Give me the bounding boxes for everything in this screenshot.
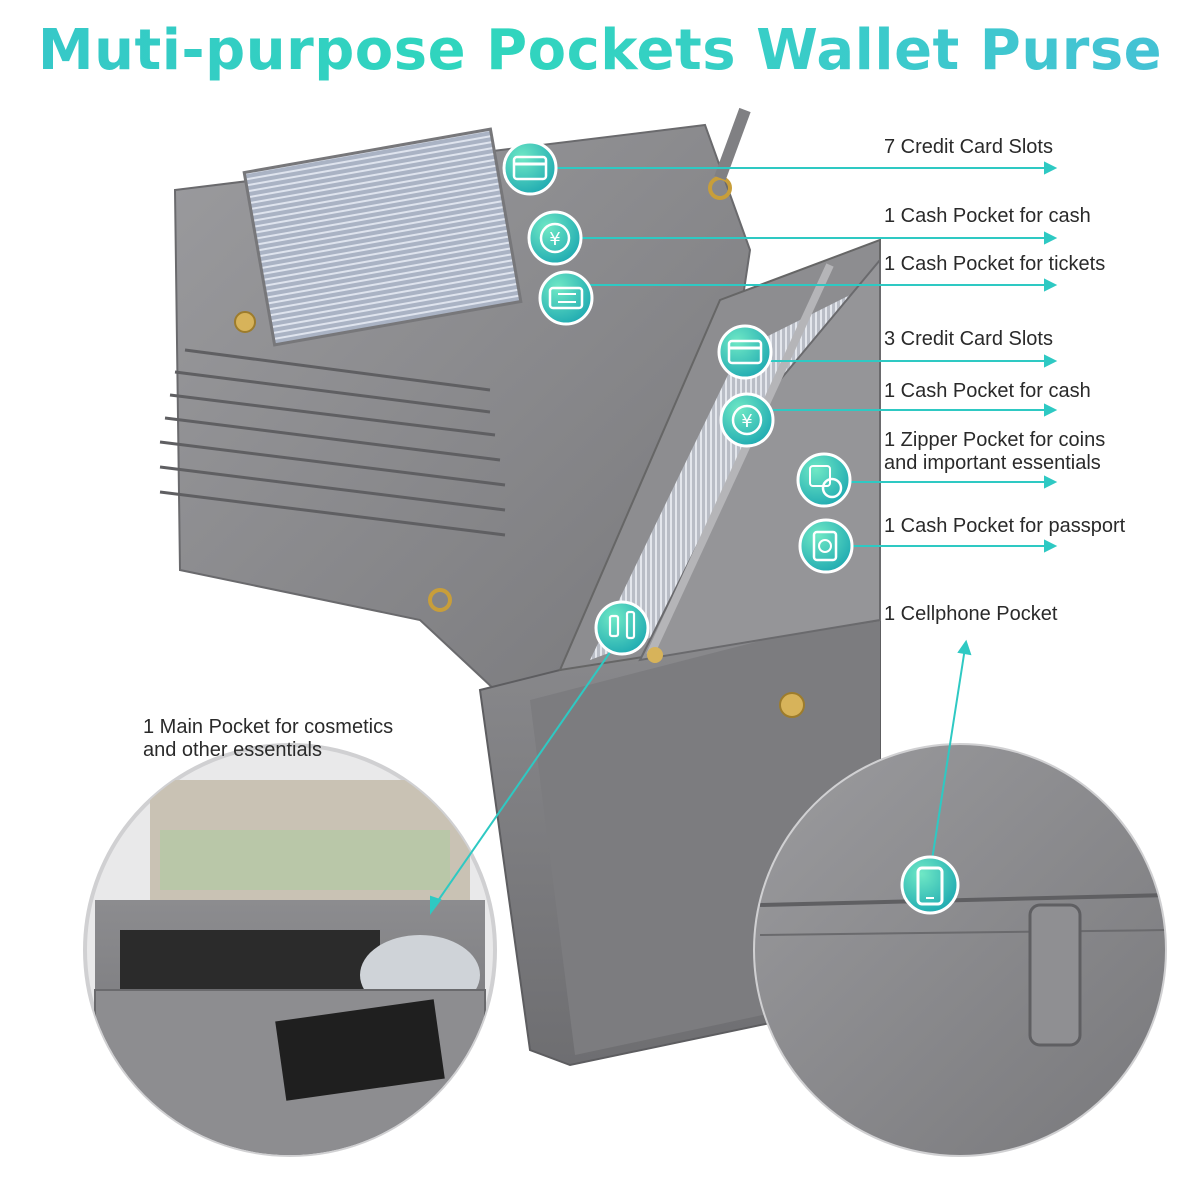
label-card-slots-3: 3 Credit Card Slots — [884, 328, 1053, 350]
credit-card-icon — [502, 140, 558, 196]
passport-icon — [798, 518, 854, 574]
label-card-slots-7: 7 Credit Card Slots — [884, 136, 1053, 158]
coins-icon — [796, 452, 852, 508]
svg-text:¥: ¥ — [549, 229, 560, 250]
cellphone-icon — [900, 855, 960, 915]
label-main-pocket: 1 Main Pocket for cosmetics and other es… — [143, 716, 394, 761]
label-cash-pocket-2: 1 Cash Pocket for cash — [884, 380, 1091, 402]
page-title: Muti-purpose Pockets Wallet Purse — [0, 18, 1200, 83]
cosmetics-icon — [594, 600, 650, 656]
label-zipper-pocket: 1 Zipper Pocket for coins and important … — [884, 429, 1106, 474]
label-cellphone-pocket: 1 Cellphone Pocket — [884, 603, 1058, 625]
yen-coin-icon: ¥ — [527, 210, 583, 266]
credit-card-icon — [717, 324, 773, 380]
label-passport-pocket: 1 Cash Pocket for passport — [884, 515, 1126, 537]
label-cash-pocket-1: 1 Cash Pocket for cash — [884, 205, 1091, 227]
yen-coin-icon: ¥ — [719, 392, 775, 448]
label-ticket-pocket: 1 Cash Pocket for tickets — [884, 253, 1106, 275]
svg-text:¥: ¥ — [741, 411, 752, 432]
ticket-icon — [538, 270, 594, 326]
